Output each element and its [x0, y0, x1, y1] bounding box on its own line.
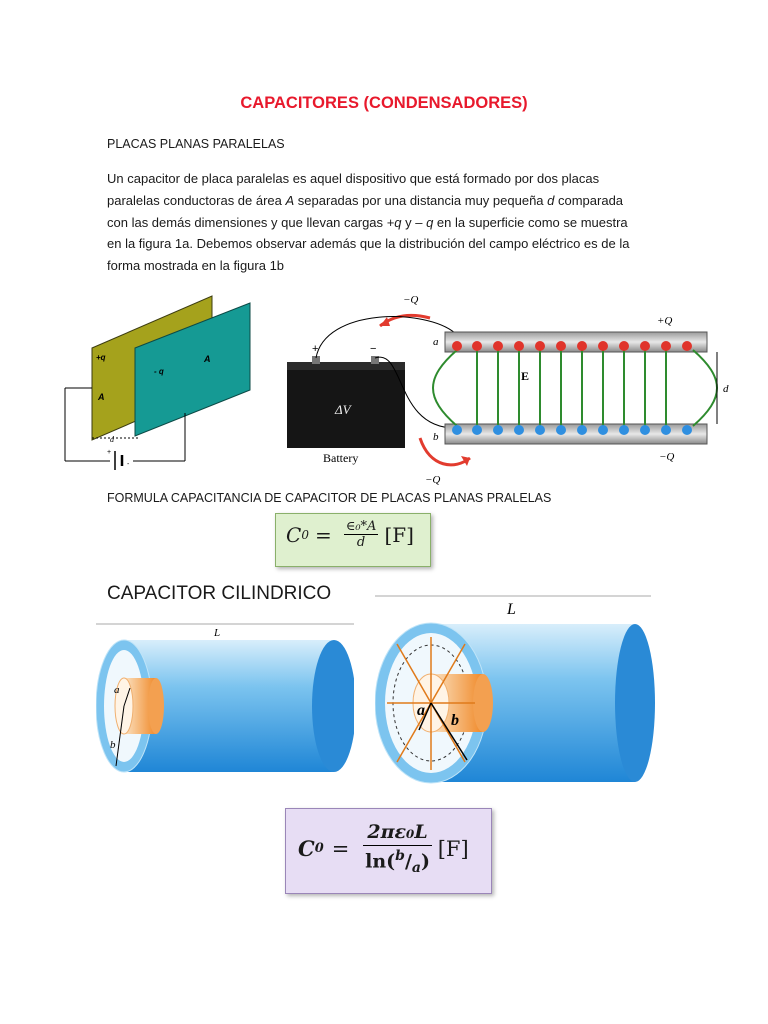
intro-paragraph: Un capacitor de placa paralelas es aquel… — [107, 168, 667, 277]
para-line-4: en la figura 1a. Debemos observar además… — [107, 236, 630, 252]
para-var-q: q — [426, 214, 434, 230]
wire-top — [315, 316, 456, 359]
battery-body — [287, 366, 405, 448]
cyl-small-L: L — [213, 627, 220, 639]
battery-caption: Battery — [323, 451, 358, 465]
cyl-small-a: a — [114, 684, 120, 696]
cyl-large-a: a — [417, 702, 425, 719]
cyl-large-L: L — [506, 601, 516, 618]
para-line-1: Un capacitor de placa paralelas es aquel… — [107, 171, 600, 186]
top-charge-label: −Q — [403, 294, 418, 306]
para-line-3c: en la superficie como se muestra — [433, 214, 628, 230]
plus-q-label: +q — [96, 353, 106, 362]
figure-cylinder-small: L a b — [96, 623, 354, 773]
plate-negative — [134, 302, 251, 437]
formula1-sub: 0 — [301, 527, 309, 542]
formula2-den-suffix: ) — [420, 850, 430, 873]
formula2-unit: [F] — [437, 836, 469, 861]
para-var-d: d — [547, 192, 555, 208]
plus-Q-label: +Q — [657, 315, 672, 327]
formula2-den-a: a — [411, 860, 421, 877]
formula1-den: d — [356, 535, 366, 550]
formula2-den-prefix: ln( — [365, 850, 396, 873]
cyl-large-b: b — [451, 712, 459, 729]
formula1-unit: [F] — [384, 522, 414, 547]
battery-minus-sign: − — [370, 343, 376, 355]
area-label-b: A — [203, 354, 211, 364]
cylindrical-heading: CAPACITOR CILINDRICO — [107, 583, 332, 604]
distance-label: d — [110, 435, 115, 444]
cyl-small-b: b — [110, 739, 116, 751]
para-line-2c: comparada — [554, 192, 624, 208]
formula1-eq: = — [314, 522, 332, 547]
field-lines — [432, 349, 718, 427]
formula2-den-slash: / — [404, 850, 412, 873]
field-label: E — [521, 369, 529, 383]
distance-label: d — [723, 383, 729, 395]
formula2-sub: 0 — [314, 841, 324, 857]
figure-1b-field-lines: −Q + − ΔV Battery a b +Q −Q E — [287, 294, 729, 486]
page-title: CAPACITORES (CONDENSADORES) — [240, 94, 528, 112]
figure-1a-parallel-plates: +q - q A A + - ΔV d — [64, 295, 251, 470]
battery-delta-v: ΔV — [334, 402, 353, 417]
formula1-lhs: C — [286, 522, 302, 547]
plate-label-a: a — [433, 336, 439, 348]
figure-cylinder-large: L a b — [375, 595, 655, 784]
radial-field-arrows — [387, 637, 475, 770]
minus-Q-right-label: −Q — [659, 451, 674, 463]
formula2-lhs: C — [298, 836, 315, 862]
formula2-num: 2πε₀L — [363, 821, 432, 846]
formula2-eq: = — [331, 836, 350, 861]
wire-bottom — [374, 356, 456, 429]
para-line-5: forma mostrada en la figura 1b — [107, 258, 285, 274]
formula2-den-b: b — [395, 848, 405, 864]
para-var-plus-q: +q — [386, 214, 402, 230]
para-line-2a: paralelas conductoras de área — [107, 192, 286, 208]
plate-label-b: b — [433, 431, 439, 443]
section-subtitle: PLACAS PLANAS PARALELAS — [107, 137, 285, 151]
positive-charges — [452, 341, 692, 351]
formula1-num: ∈₀*A — [343, 519, 379, 535]
minus-q-label: - q — [154, 367, 164, 376]
battery-minus: - — [127, 461, 130, 468]
para-line-2b: separadas por una distancia muy pequeña — [294, 192, 548, 208]
area-label-a: A — [97, 392, 105, 402]
para-line-3a: con las demás dimensiones y que llevan c… — [107, 214, 387, 230]
para-var-A: A — [285, 192, 295, 208]
negative-charges — [452, 425, 692, 435]
formula-label: FORMULA CAPACITANCIA DE CAPACITOR DE PLA… — [107, 491, 552, 505]
para-line-3b: y – — [401, 214, 427, 230]
battery-plus-sign: + — [312, 343, 318, 355]
bottom-charge-label: −Q — [425, 474, 440, 486]
battery-plus: + — [107, 449, 111, 456]
